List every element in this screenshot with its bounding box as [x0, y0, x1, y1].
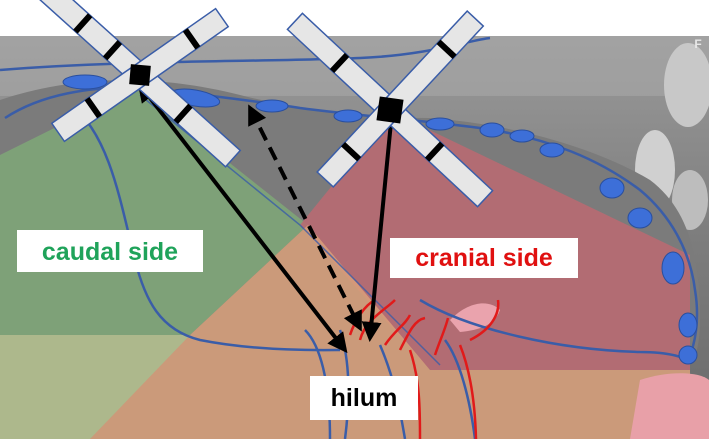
red-vessel [398, 316, 426, 351]
rim-vessel [479, 122, 505, 138]
caudal-lower-wedge [0, 335, 190, 439]
rim-vessel [509, 129, 535, 143]
top-white-band [0, 0, 709, 36]
ultrasound-probe-cross-icon [286, 10, 494, 208]
right-bright-structure-3 [672, 170, 708, 230]
rim-vessel [333, 109, 363, 123]
cranial-label-text: cranial side [415, 244, 553, 272]
rim-vessel [599, 177, 625, 199]
cranial-inner-outline [419, 298, 690, 363]
rim-vessel [627, 207, 653, 229]
red-vessel [433, 317, 450, 356]
rim-vessel [62, 74, 108, 90]
lower-right-pink [630, 373, 709, 439]
red-vessel [458, 344, 478, 439]
caudal-label-text: caudal side [42, 238, 178, 266]
corner-mark: F [694, 37, 701, 51]
red-vessel [469, 299, 500, 342]
ultrasound-probe-cross-icon [38, 0, 242, 168]
hilum-vessel-outline-3 [443, 339, 477, 439]
rim-vessel [425, 117, 455, 131]
cranial-label: cranial side [390, 238, 578, 278]
hilum-label: hilum [310, 376, 418, 420]
right-bright-structure [664, 43, 709, 127]
rim-vessel [678, 345, 698, 365]
rim-vessel [661, 251, 685, 285]
red-vessel [408, 349, 422, 439]
caudal-label: caudal side [17, 230, 203, 272]
rim-vessel [539, 142, 565, 158]
pink-vessel-blob [450, 303, 500, 332]
rim-vessel [255, 99, 289, 113]
rim-vessel [678, 312, 698, 338]
dashed-arrow [248, 104, 362, 332]
solid-arrow-right [361, 108, 401, 342]
hilum-label-text: hilum [331, 384, 398, 412]
